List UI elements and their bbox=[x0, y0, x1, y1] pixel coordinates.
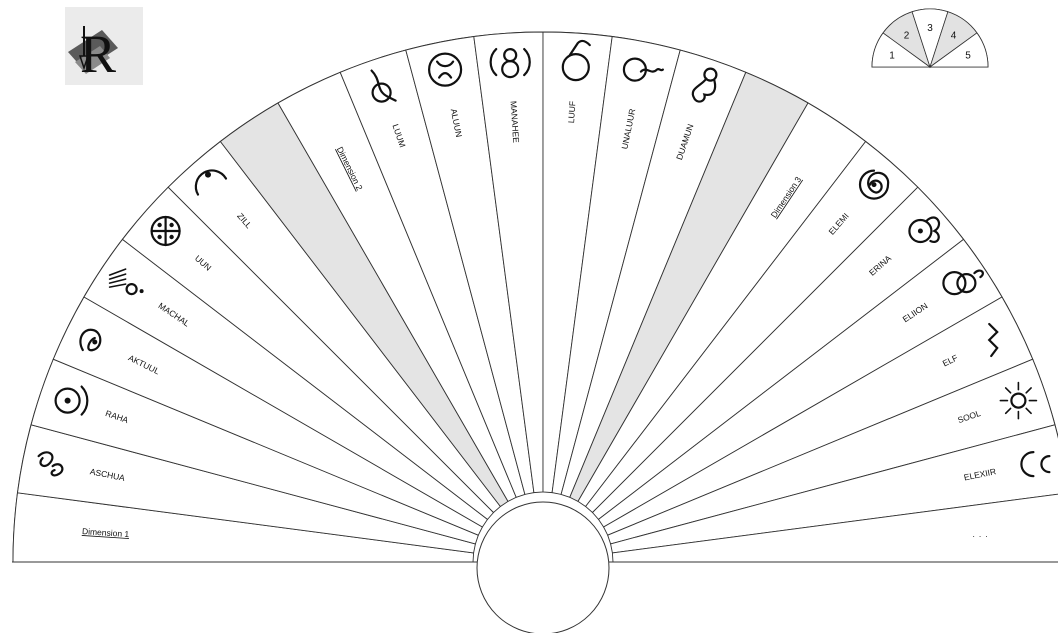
key-fan-number: 5 bbox=[965, 51, 971, 62]
segment-label: LUUF bbox=[566, 101, 577, 124]
key-fan-number: 3 bbox=[927, 23, 933, 34]
quartered-circle-symbol-icon bbox=[152, 217, 180, 245]
key-fan-number: 4 bbox=[951, 31, 957, 42]
center-circle bbox=[477, 502, 609, 633]
key-fan: 12 3 45 bbox=[872, 9, 988, 67]
segment-label: ... bbox=[973, 529, 992, 539]
logo-letter: R bbox=[80, 24, 116, 84]
logo: R bbox=[65, 7, 143, 85]
key-fan-number: 1 bbox=[889, 51, 895, 62]
chart-segments bbox=[13, 32, 1058, 562]
key-fan-number: 2 bbox=[904, 31, 910, 42]
